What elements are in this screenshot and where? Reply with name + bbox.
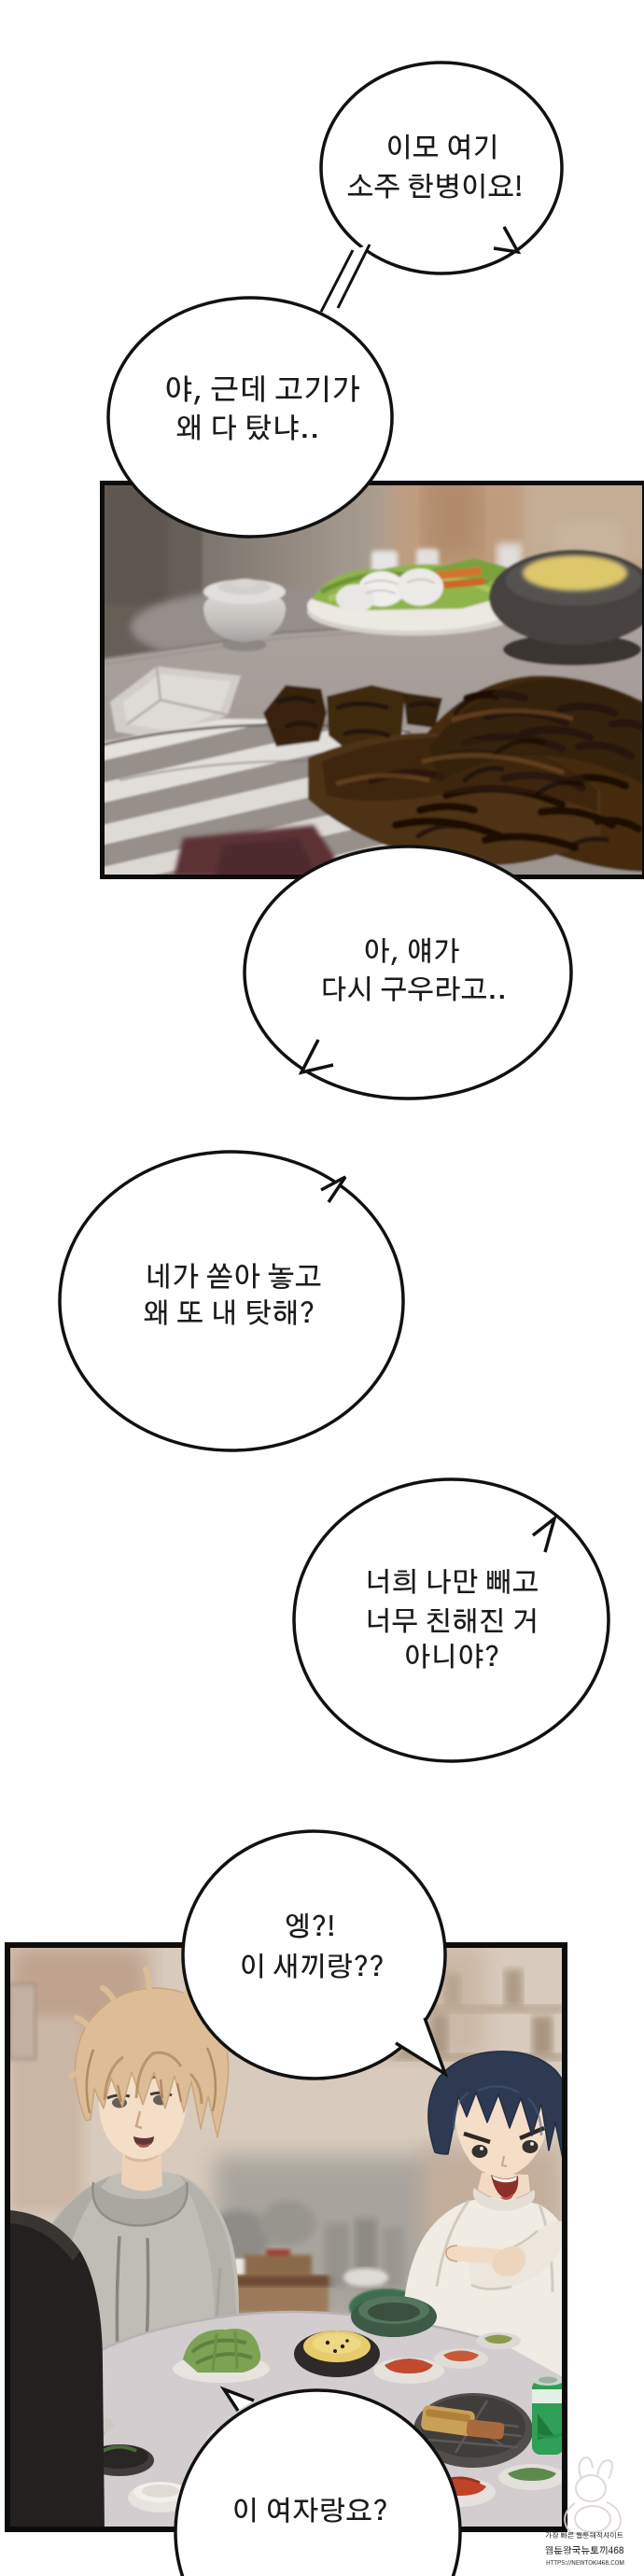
svg-text:왜 다 탔냐..: 왜 다 탔냐..: [175, 413, 319, 444]
svg-text:다시 구우라고..: 다시 구우라고..: [320, 974, 507, 1004]
svg-text:소주 한병이요!: 소주 한병이요!: [347, 173, 524, 202]
svg-text:HTTPS://NEWTOKI468.COM: HTTPS://NEWTOKI468.COM: [546, 2559, 624, 2567]
svg-text:네가 쏟아 놓고: 네가 쏟아 놓고: [145, 1262, 322, 1293]
svg-text:너무 친해진 거: 너무 친해진 거: [365, 1607, 539, 1636]
svg-text:엥?!: 엥?!: [285, 1912, 336, 1941]
svg-text:야, 근데 고기가: 야, 근데 고기가: [164, 374, 360, 406]
svg-text:이 새끼랑??: 이 새끼랑??: [239, 1952, 384, 1981]
svg-text:가장 빠른 웹툰해적사이트: 가장 빠른 웹툰해적사이트: [545, 2531, 623, 2540]
svg-text:왜 또 내 탓해?: 왜 또 내 탓해?: [143, 1299, 315, 1329]
svg-text:아니야?: 아니야?: [404, 1642, 500, 1672]
svg-text:이모 여기: 이모 여기: [385, 134, 499, 162]
svg-text:너희 나만 빼고: 너희 나만 빼고: [365, 1567, 539, 1597]
svg-text:아, 얘가: 아, 얘가: [363, 936, 460, 966]
svg-text:웹툰왕국뉴토끼468: 웹툰왕국뉴토끼468: [544, 2545, 623, 2556]
svg-text:이 여자랑요?: 이 여자랑요?: [231, 2497, 387, 2526]
